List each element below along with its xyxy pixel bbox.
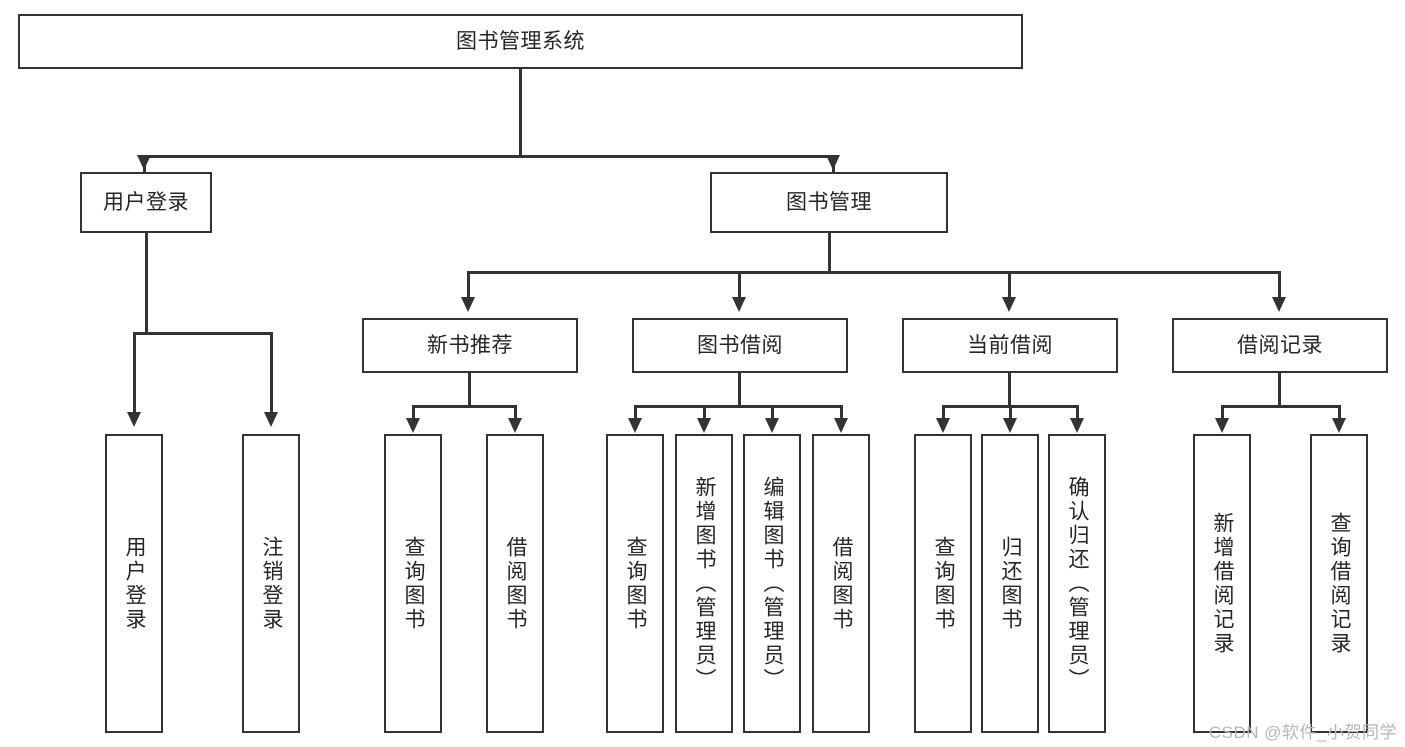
- connector-bookmgmt-drop-1: [467, 271, 470, 299]
- connector-borrow-drop-3: [771, 405, 774, 420]
- connector-newbook-bus: [412, 405, 517, 408]
- node-leaf-borrow-book[interactable]: 借阅图书: [812, 434, 870, 733]
- connector-borrow-drop-2: [703, 405, 706, 420]
- node-leaf-current-confirm-label: 确认归还（管理员）: [1066, 475, 1090, 692]
- arrow-newbook-to-leaf3: [406, 418, 420, 433]
- connector-login-trunk: [145, 233, 148, 334]
- node-leaf-newbook-borrow[interactable]: 借阅图书: [486, 434, 544, 733]
- node-leaf-record-query[interactable]: 查询借阅记录: [1310, 434, 1368, 733]
- connector-record-drop-2: [1338, 405, 1341, 420]
- connector-login-bus: [133, 332, 273, 335]
- node-current-label: 当前借阅: [967, 333, 1053, 357]
- node-leaf-borrow-edit[interactable]: 编辑图书（管理员）: [743, 434, 801, 733]
- node-leaf-user-login[interactable]: 用户登录: [105, 434, 163, 733]
- node-leaf-current-return[interactable]: 归还图书: [981, 434, 1039, 733]
- node-root[interactable]: 图书管理系统: [18, 14, 1023, 69]
- arrow-newbook-to-leaf4: [508, 418, 522, 433]
- connector-borrow-drop-4: [840, 405, 843, 420]
- node-leaf-borrow-query-label: 查询图书: [624, 535, 648, 632]
- node-leaf-record-add[interactable]: 新增借阅记录: [1193, 434, 1251, 733]
- node-leaf-newbook-borrow-label: 借阅图书: [504, 535, 528, 632]
- arrow-borrow-to-leaf7: [765, 418, 779, 433]
- node-leaf-borrow-query[interactable]: 查询图书: [606, 434, 664, 733]
- node-leaf-user-logout[interactable]: 注销登录: [242, 434, 300, 733]
- node-leaf-current-query[interactable]: 查询图书: [914, 434, 972, 733]
- arrow-login-to-leaf1: [127, 412, 141, 427]
- node-login-label: 用户登录: [103, 190, 189, 214]
- node-leaf-borrow-add-label: 新增图书（管理员）: [693, 475, 717, 692]
- node-bookmgmt[interactable]: 图书管理: [710, 172, 948, 233]
- arrow-record-to-leaf12: [1215, 418, 1229, 433]
- node-leaf-borrow-add[interactable]: 新增图书（管理员）: [675, 434, 733, 733]
- arrow-current-to-leaf9: [936, 418, 950, 433]
- arrow-current-to-leaf10: [1003, 418, 1017, 433]
- arrow-bookmgmt-to-newbook: [461, 297, 475, 312]
- connector-borrow-bus: [634, 405, 842, 408]
- node-leaf-record-add-label: 新增借阅记录: [1211, 511, 1235, 656]
- connector-current-drop-1: [942, 405, 945, 420]
- arrow-login-to-leaf2: [264, 412, 278, 427]
- connector-login-drop-1: [133, 332, 136, 414]
- connector-root-trunk: [519, 69, 522, 157]
- connector-current-drop-2: [1009, 405, 1012, 420]
- csdn-watermark: CSDN @软件_小贺同学: [1208, 723, 1397, 742]
- node-borrow[interactable]: 图书借阅: [632, 318, 848, 373]
- node-record-label: 借阅记录: [1237, 333, 1323, 357]
- connector-current-drop-3: [1076, 405, 1079, 420]
- arrow-borrow-to-leaf6: [697, 418, 711, 433]
- node-leaf-user-logout-label: 注销登录: [260, 535, 284, 632]
- connector-record-bus: [1221, 405, 1341, 408]
- connector-bookmgmt-drop-2: [738, 271, 741, 299]
- connector-bookmgmt-trunk: [828, 233, 831, 273]
- arrow-borrow-to-leaf5: [628, 418, 642, 433]
- connector-bookmgmt-drop-3: [1008, 271, 1011, 299]
- node-leaf-borrow-edit-label: 编辑图书（管理员）: [761, 475, 785, 692]
- node-leaf-newbook-query[interactable]: 查询图书: [384, 434, 442, 733]
- arrow-bookmgmt-to-record: [1272, 297, 1286, 312]
- arrow-bookmgmt-to-current: [1002, 297, 1016, 312]
- arrow-current-to-leaf11: [1070, 418, 1084, 433]
- arrow-root-to-login: [137, 155, 151, 170]
- connector-record-trunk: [1278, 373, 1281, 407]
- node-newbook-label: 新书推荐: [427, 333, 513, 357]
- connector-current-trunk: [1008, 373, 1011, 407]
- node-current[interactable]: 当前借阅: [902, 318, 1118, 373]
- connector-bookmgmt-drop-4: [1278, 271, 1281, 299]
- arrow-bookmgmt-to-borrow: [732, 297, 746, 312]
- connector-newbook-drop-1: [412, 405, 415, 420]
- node-leaf-current-query-label: 查询图书: [932, 535, 956, 632]
- node-leaf-current-confirm[interactable]: 确认归还（管理员）: [1048, 434, 1106, 733]
- node-leaf-newbook-query-label: 查询图书: [402, 535, 426, 632]
- node-root-label: 图书管理系统: [456, 29, 585, 53]
- connector-newbook-trunk: [468, 373, 471, 407]
- arrow-borrow-to-leaf8: [834, 418, 848, 433]
- node-bookmgmt-label: 图书管理: [786, 190, 872, 214]
- node-leaf-user-login-label: 用户登录: [123, 535, 147, 632]
- arrow-record-to-leaf13: [1332, 418, 1346, 433]
- connector-borrow-trunk: [738, 373, 741, 407]
- connector-borrow-drop-1: [634, 405, 637, 420]
- node-login[interactable]: 用户登录: [80, 172, 212, 233]
- node-newbook[interactable]: 新书推荐: [362, 318, 578, 373]
- arrow-root-to-bookmgmt: [826, 155, 840, 170]
- connector-root-bus: [143, 155, 835, 158]
- node-leaf-current-return-label: 归还图书: [999, 535, 1023, 632]
- connector-newbook-drop-2: [514, 405, 517, 420]
- connector-login-drop-2: [270, 332, 273, 414]
- node-borrow-label: 图书借阅: [697, 333, 783, 357]
- node-leaf-borrow-book-label: 借阅图书: [830, 535, 854, 632]
- node-leaf-record-query-label: 查询借阅记录: [1328, 511, 1352, 656]
- connector-bookmgmt-bus: [467, 271, 1278, 274]
- node-record[interactable]: 借阅记录: [1172, 318, 1388, 373]
- connector-record-drop-1: [1221, 405, 1224, 420]
